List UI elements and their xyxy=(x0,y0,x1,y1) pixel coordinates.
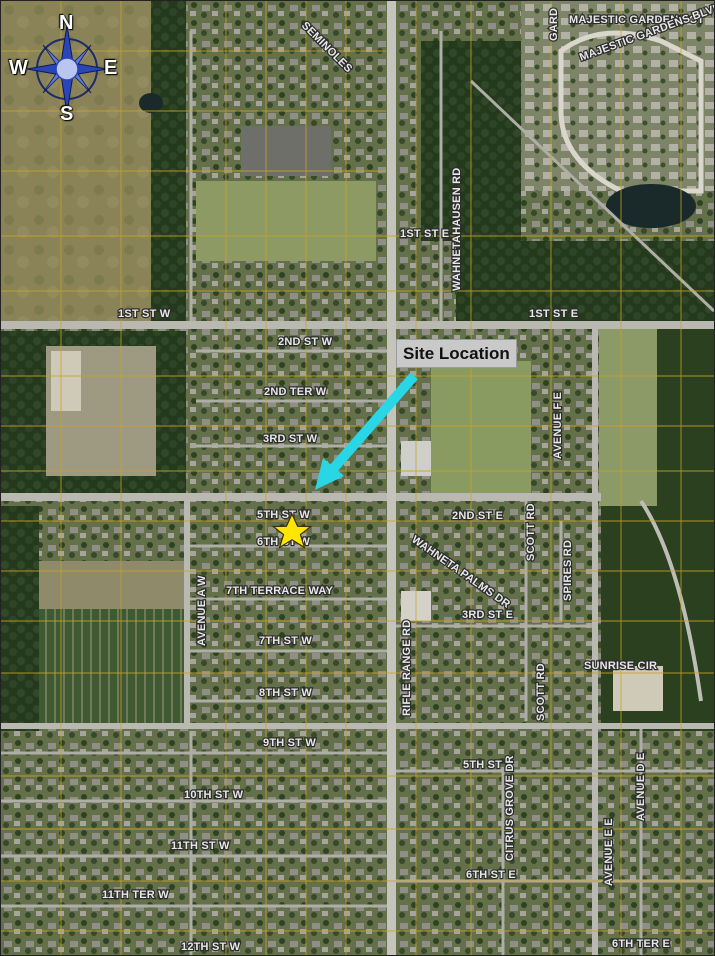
label-5th-st-e: 5TH ST E xyxy=(463,759,513,771)
label-2nd-ter-w: 2ND TER W xyxy=(264,386,327,398)
label-1st-st-e-short: 1ST ST E xyxy=(400,228,449,240)
site-location-callout: Site Location xyxy=(396,339,517,368)
label-9th-st-w: 9TH ST W xyxy=(263,737,316,749)
compass-rose: N S E W xyxy=(9,12,127,127)
tree-strip-sw xyxy=(1,506,39,731)
label-garden: GARD xyxy=(548,8,560,41)
label-citrus-grove-dr: CITRUS GROVE DR xyxy=(504,755,516,861)
subdivision-loop-road xyxy=(558,30,704,194)
park-area xyxy=(196,181,376,261)
label-avenue-a-w: AVENUE A W xyxy=(196,575,208,646)
compass-icon xyxy=(26,24,108,114)
label-12th-st-w: 12TH ST W xyxy=(181,941,241,953)
compass-south-label: S xyxy=(60,103,74,125)
street-labels: 1ST ST W 1ST ST E 2ND ST W 2ND TER W 3RD… xyxy=(101,1,714,954)
pond-ne xyxy=(606,184,696,228)
label-6th-st-e: 6TH ST E xyxy=(466,869,516,881)
label-1st-st-e: 1ST ST E xyxy=(529,308,578,320)
nursery-field-north xyxy=(39,561,184,609)
label-10th-st-w: 10TH ST W xyxy=(184,789,244,801)
label-wahnetahausen-rd: WAHNETAHAUSEN RD xyxy=(451,168,463,291)
building-west xyxy=(51,351,81,411)
label-2nd-st-e: 2ND ST E xyxy=(452,510,503,522)
label-7th-st-w: 7TH ST W xyxy=(259,635,312,647)
compass-north-label: N xyxy=(59,12,74,34)
label-1st-st-w: 1ST ST W xyxy=(118,308,171,320)
curved-road-east xyxy=(639,499,703,702)
open-field-center xyxy=(431,361,531,501)
star-icon[interactable] xyxy=(271,512,313,549)
label-3rd-st-e: 3RD ST E xyxy=(462,609,513,621)
label-11th-st-w: 11TH ST W xyxy=(171,840,230,852)
label-5th-st-w: 5TH ST W xyxy=(257,509,310,521)
minor-roads xyxy=(1,31,714,955)
label-2nd-st-w: 2ND ST W xyxy=(278,336,333,348)
label-3rd-st-w: 3RD ST W xyxy=(263,433,318,445)
label-7th-terrace-way: 7TH TERRACE WAY xyxy=(226,585,334,597)
label-6th-ter-e: 6TH TER E xyxy=(612,938,670,950)
open-field-nw xyxy=(1,1,151,321)
label-8th-st-w: 8TH ST W xyxy=(259,687,312,699)
pond-nw xyxy=(139,93,163,113)
label-scott-rd-south: SCOTT RD xyxy=(535,663,547,721)
label-sunrise-cir: SUNRISE CIR xyxy=(584,660,657,672)
label-11th-ter-w: 11TH TER W xyxy=(102,889,169,901)
compass-east-label: E xyxy=(104,57,118,79)
label-majestic-gardens-ct: MAJESTIC GARDENS CT xyxy=(569,14,704,26)
wooded-area-ne xyxy=(456,241,714,326)
open-field-east xyxy=(599,326,657,506)
site-pointer-arrow xyxy=(315,372,418,490)
tree-strip-nw xyxy=(151,1,186,321)
building-complex-north xyxy=(241,126,331,176)
compass-west-label: W xyxy=(9,57,28,79)
label-avenue-e-e: AVENUE E E xyxy=(603,818,615,886)
building-near-arrow xyxy=(401,441,436,476)
label-scott-rd: SCOTT RD xyxy=(525,503,537,561)
label-rifle-range-rd: RIFLE RANGE RD xyxy=(401,620,413,716)
label-spires-rd: SPIRES RD xyxy=(562,540,574,601)
label-avenue-d-e: AVENUE D E xyxy=(635,753,647,821)
label-avenue-f-e: AVENUE F E xyxy=(552,392,564,459)
